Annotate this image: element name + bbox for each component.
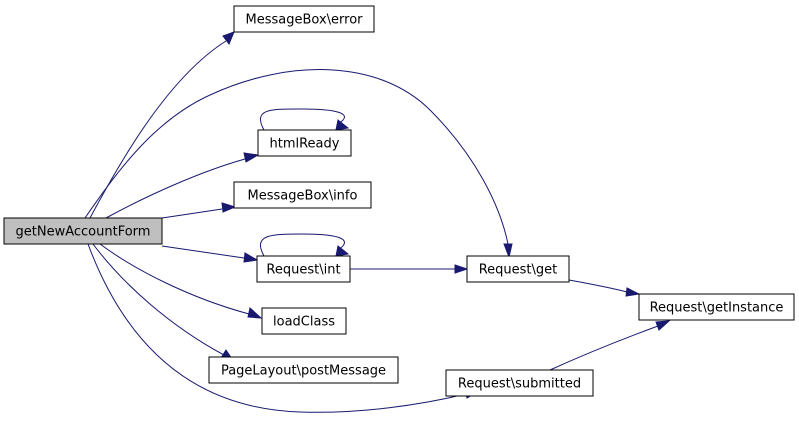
node-label[interactable]: getNewAccountForm [16,225,151,240]
node-label[interactable]: htmlReady [270,137,340,152]
edge-htmlready-to-htmlready [260,108,350,131]
edges-layer [84,31,671,413]
node-pagelayout-postmessage[interactable]: PageLayout\postMessage [208,356,399,384]
edge-line [99,243,250,315]
node-messagebox-error[interactable]: MessageBox\error [233,5,375,33]
node-label[interactable]: PageLayout\postMessage [221,364,386,379]
edge-request-submitted-to-request-getinstance [549,320,671,371]
node-request-submitted[interactable]: Request\submitted [445,369,594,397]
node-box[interactable] [233,5,375,33]
edge-arrowhead-icon [221,202,237,213]
node-box[interactable] [256,255,351,283]
node-getnewaccountform[interactable]: getNewAccountForm [3,217,163,245]
edge-request-int-to-request-get [350,264,469,274]
edge-getnewaccountform-to-messagebox-error [89,31,235,219]
node-label[interactable]: loadClass [273,315,335,330]
edge-line [549,325,659,371]
edge-arrowhead-icon [335,119,350,131]
node-messagebox-info[interactable]: MessageBox\info [233,181,372,209]
edge-getnewaccountform-to-loadclass [99,243,263,319]
node-loadclass[interactable]: loadClass [261,307,347,335]
node-box[interactable] [3,217,163,245]
node-label[interactable]: MessageBox\info [248,189,358,204]
edge-line [260,233,345,257]
edge-getnewaccountform-to-request-int [161,245,259,263]
edge-line [161,208,223,219]
edge-line [105,158,246,219]
node-box[interactable] [233,181,372,209]
edge-line [568,279,628,293]
nodes-layer: getNewAccountForm MessageBox\error htmlRea… [3,5,795,397]
edge-request-get-to-request-getinstance [568,279,641,297]
edge-arrowhead-icon [222,31,235,45]
edge-arrowhead-icon [503,243,513,259]
edge-line [87,243,467,413]
node-label[interactable]: Request\getInstance [650,301,784,316]
edge-arrowhead-icon [335,245,350,257]
edge-line [89,40,227,219]
node-box[interactable] [445,369,594,397]
node-box[interactable] [261,307,347,335]
node-request-get[interactable]: Request\get [466,255,570,283]
edge-request-int-to-request-int [260,233,350,257]
edge-line [161,245,245,259]
node-box[interactable] [257,129,352,157]
node-htmlready[interactable]: htmlReady [257,129,352,157]
edge-getnewaccountform-to-messagebox-info [161,202,237,219]
node-label[interactable]: Request\submitted [458,377,581,392]
node-label[interactable]: MessageBox\error [246,13,364,28]
node-label[interactable]: Request\int [266,263,340,278]
edge-arrowhead-icon [655,320,671,331]
edge-arrowhead-icon [247,307,263,319]
node-box[interactable] [638,293,795,321]
edge-line [92,243,225,356]
edge-arrowhead-icon [243,252,259,263]
edge-line [84,69,509,245]
node-request-int[interactable]: Request\int [256,255,351,283]
node-label[interactable]: Request\get [479,263,558,278]
edge-arrowhead-icon [625,287,641,297]
edge-getnewaccountform-to-htmlready [105,152,260,219]
edge-line [260,108,345,131]
node-box[interactable] [466,255,570,283]
edge-arrowhead-icon [243,152,260,163]
edge-getnewaccountform-to-request-get [84,69,513,259]
node-box[interactable] [208,356,399,384]
edge-arrowhead-icon [454,264,469,274]
node-request-getinstance[interactable]: Request\getInstance [638,293,795,321]
